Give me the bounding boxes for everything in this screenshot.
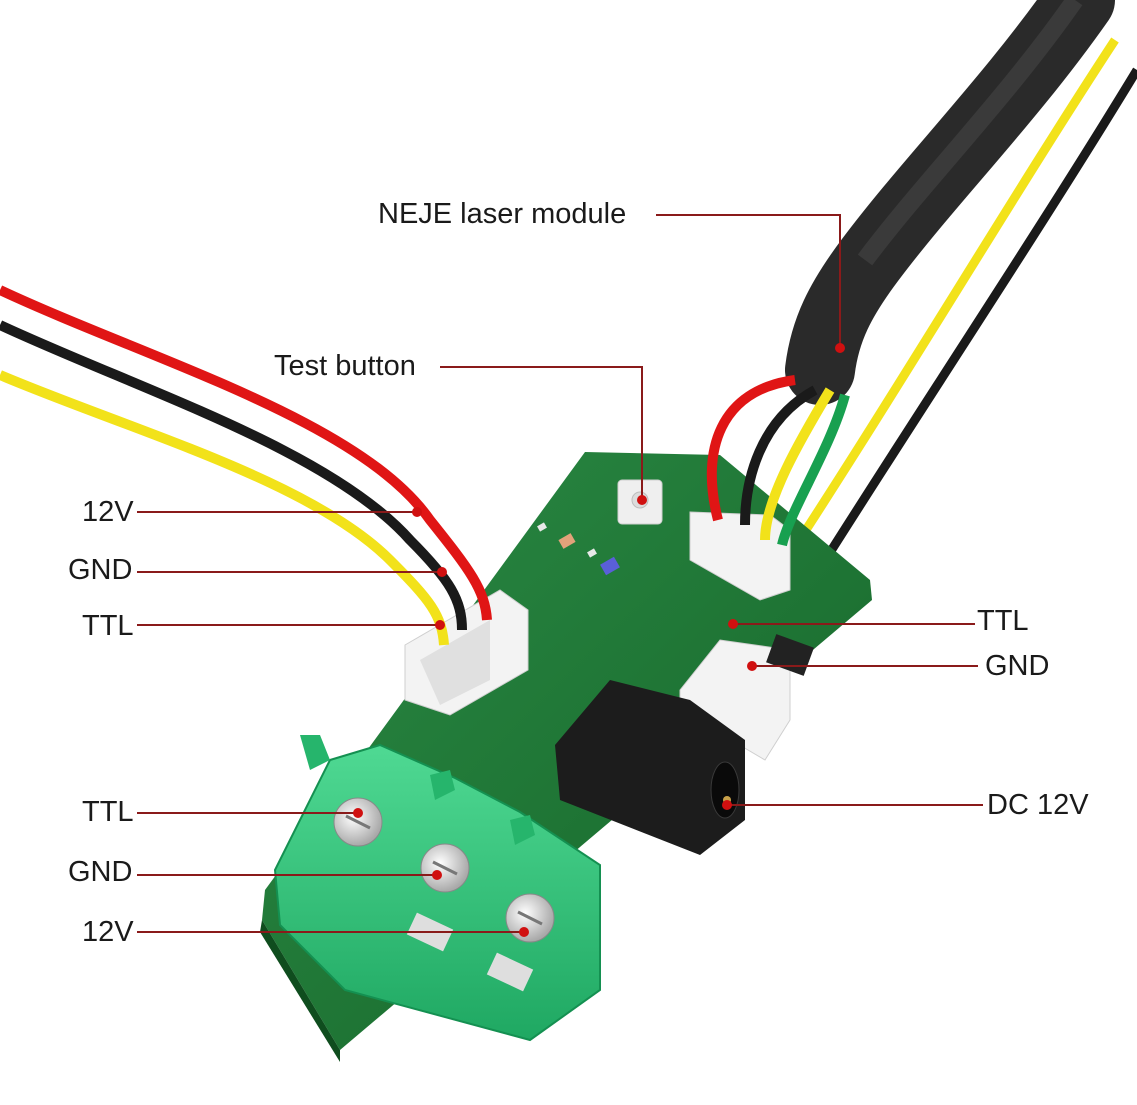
label-terminal-12v: 12V	[82, 916, 134, 948]
dot-terminal-ttl	[353, 808, 363, 818]
dot-right-gnd	[747, 661, 757, 671]
label-terminal-ttl: TTL	[82, 796, 134, 828]
label-dc-12v: DC 12V	[987, 789, 1089, 821]
dot-laser-module	[835, 343, 845, 353]
dot-left-gnd	[437, 567, 447, 577]
label-right-gnd: GND	[985, 650, 1050, 682]
leader-test-button	[440, 366, 643, 500]
terminal-screws	[333, 797, 555, 943]
leader-dots	[353, 343, 845, 937]
dot-left-ttl	[435, 620, 445, 630]
label-terminal-gnd: GND	[68, 856, 133, 888]
leader-lines	[137, 214, 983, 933]
dot-dc-12v	[722, 800, 732, 810]
label-laser-module: NEJE laser module	[378, 198, 627, 230]
label-left-12v: 12V	[82, 496, 134, 528]
left-jst-connector	[404, 589, 529, 716]
dot-test-button	[637, 495, 647, 505]
dot-right-ttl	[728, 619, 738, 629]
dot-terminal-12v	[519, 927, 529, 937]
dot-left-12v	[412, 507, 422, 517]
label-left-gnd: GND	[68, 554, 133, 586]
left-wires	[0, 285, 492, 646]
label-left-ttl: TTL	[82, 610, 134, 642]
leader-laser-module	[656, 214, 841, 348]
label-right-ttl: TTL	[977, 605, 1029, 637]
dot-terminal-gnd	[432, 870, 442, 880]
label-test-button: Test button	[274, 350, 416, 382]
laser-jst-connector	[689, 375, 850, 601]
